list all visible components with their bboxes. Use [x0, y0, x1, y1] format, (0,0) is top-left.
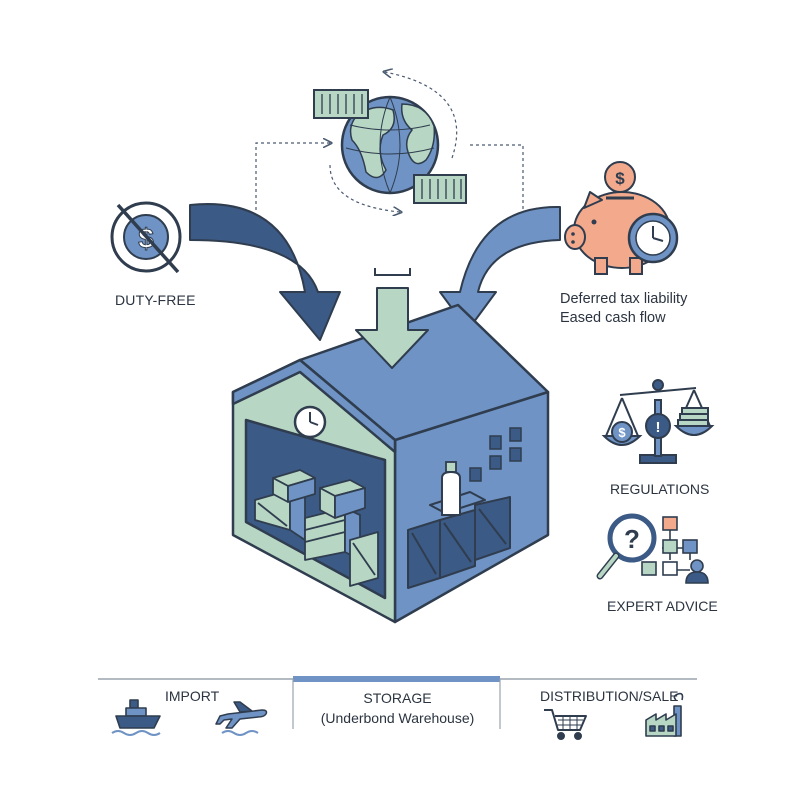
- magnifier-question-icon: ?: [596, 513, 657, 580]
- entry-arrow-icon: [355, 268, 429, 369]
- org-chart-icon: [641, 516, 698, 576]
- svg-text:?: ?: [624, 524, 640, 554]
- warehouse-windows: [469, 427, 522, 482]
- person-icon: [685, 559, 709, 584]
- storage-subtitle: (Underbond Warehouse): [320, 710, 475, 726]
- deferred-tax-label: Deferred tax liability Eased cash flow: [560, 290, 687, 328]
- svg-text:!: !: [656, 419, 661, 436]
- airplane-icon: [215, 701, 268, 736]
- wall-clock-icon: [293, 405, 327, 439]
- eased-cash-flow-line: Eased cash flow: [560, 310, 666, 326]
- crates-outside: [407, 491, 511, 589]
- svg-text:$: $: [615, 169, 625, 188]
- svg-text:$: $: [618, 425, 626, 440]
- ship-icon: [111, 699, 161, 736]
- globe-icon: [340, 95, 440, 195]
- no-dollar-icon: $: [110, 201, 182, 274]
- stage-import-label: IMPORT: [165, 688, 220, 704]
- deferred-tax-line: Deferred tax liability: [560, 291, 688, 307]
- regulations-label: REGULATIONS: [610, 481, 710, 497]
- stage-distribution-label: DISTRIBUTION/SALE: [540, 688, 679, 704]
- shipping-container-icon: [313, 89, 369, 119]
- dashed-flow-lines: [255, 72, 524, 212]
- shopping-cart-icon: [544, 709, 587, 740]
- expert-advice-label: EXPERT ADVICE: [607, 598, 718, 614]
- storage-title: STORAGE: [363, 690, 432, 706]
- factory-icon: [645, 692, 684, 737]
- scales-icon: $ !: [601, 379, 715, 464]
- clock-icon: [627, 212, 679, 264]
- stage-timeline: [98, 676, 697, 729]
- shipping-container-icon: [413, 174, 467, 204]
- stage-storage-label: STORAGE (Underbond Warehouse): [295, 688, 500, 728]
- stage-storage-indicator: [293, 676, 500, 682]
- bottle-icon: [441, 461, 461, 516]
- duty-free-arrow: [189, 203, 341, 341]
- crates-inside: [254, 469, 379, 587]
- duty-free-label: DUTY-FREE: [115, 292, 196, 308]
